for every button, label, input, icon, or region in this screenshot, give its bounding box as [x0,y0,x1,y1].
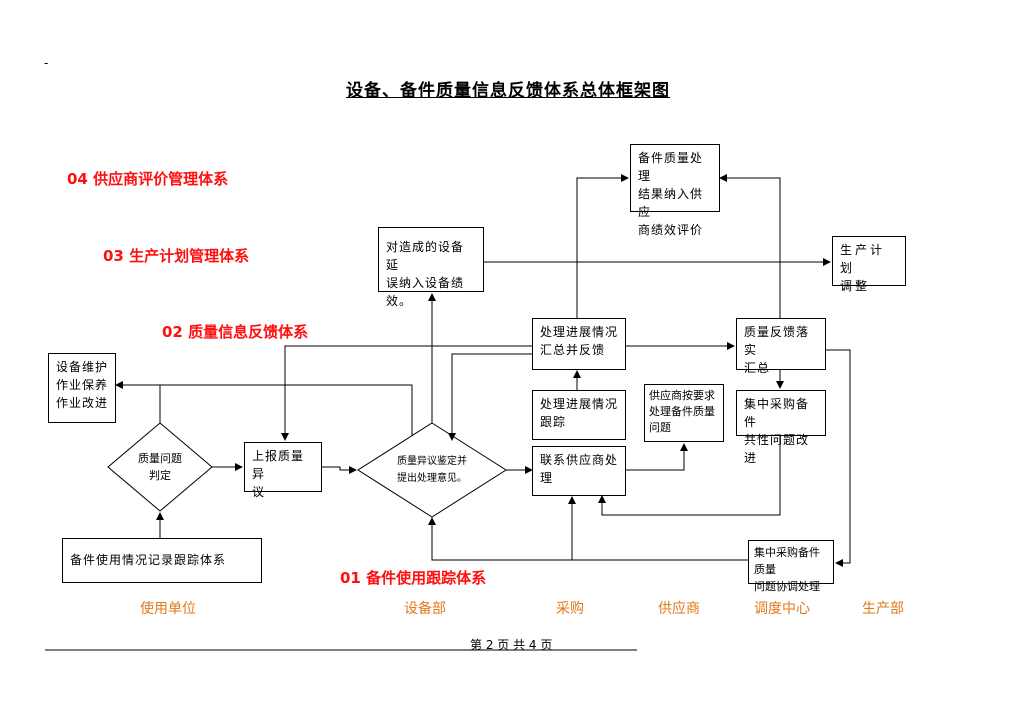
page-footer: 第 2 页 共 4 页 [470,638,553,652]
system-label-04: 04 供应商评价管理体系 [67,170,229,188]
node-quality-judgment: 质量问题 判定 [138,452,182,482]
node-quality-identification: 质量异议鉴定并 提出处理意见。 [397,456,467,484]
node-production-plan: 生产计划 调整 [832,236,906,293]
node-report-quality-issue: 上报质量异 议 [244,442,322,499]
department-label: 使用单位 [140,601,196,617]
node-supplier-handling: 供应商按要求 处理备件质量 问题 [644,384,724,442]
department-label: 生产部 [862,601,904,617]
system-label-02: 02 质量信息反馈体系 [162,323,309,341]
node-feedback-summary: 质量反馈落实 汇总 [736,318,826,375]
node-equipment-maintenance: 设备维护 作业保养 作业改进 [48,353,116,423]
node-central-procurement: 集中采购备件 共性问题改进 [736,390,826,465]
node-progress-tracking: 处理进展情况 跟踪 [532,390,626,440]
node-supplier-evaluation: 备件质量处理 结果纳入供应 商绩效评价 [630,144,720,237]
node-contact-supplier: 联系供应商处 理 [532,446,626,496]
node-coordination: 集中采购备件质量 问题协调处理 [748,540,834,593]
node-delay-performance: 对造成的设备延 误纳入设备绩效。 [378,227,484,308]
node-progress-summary: 处理进展情况 汇总并反馈 [532,318,626,370]
judge-diamond [107,422,213,512]
node-usage-record-tracking: 备件使用情况记录跟踪体系 [62,538,262,583]
department-label: 采购 [556,601,584,617]
department-label: 供应商 [658,601,700,617]
department-label: 设备部 [404,601,446,617]
page-dash: - [44,56,49,70]
system-label-01: 01 备件使用跟踪体系 [340,569,487,587]
system-label-03: 03 生产计划管理体系 [103,247,250,265]
page-title: 设备、备件质量信息反馈体系总体框架图 [346,81,670,101]
department-label: 调度中心 [754,601,810,617]
